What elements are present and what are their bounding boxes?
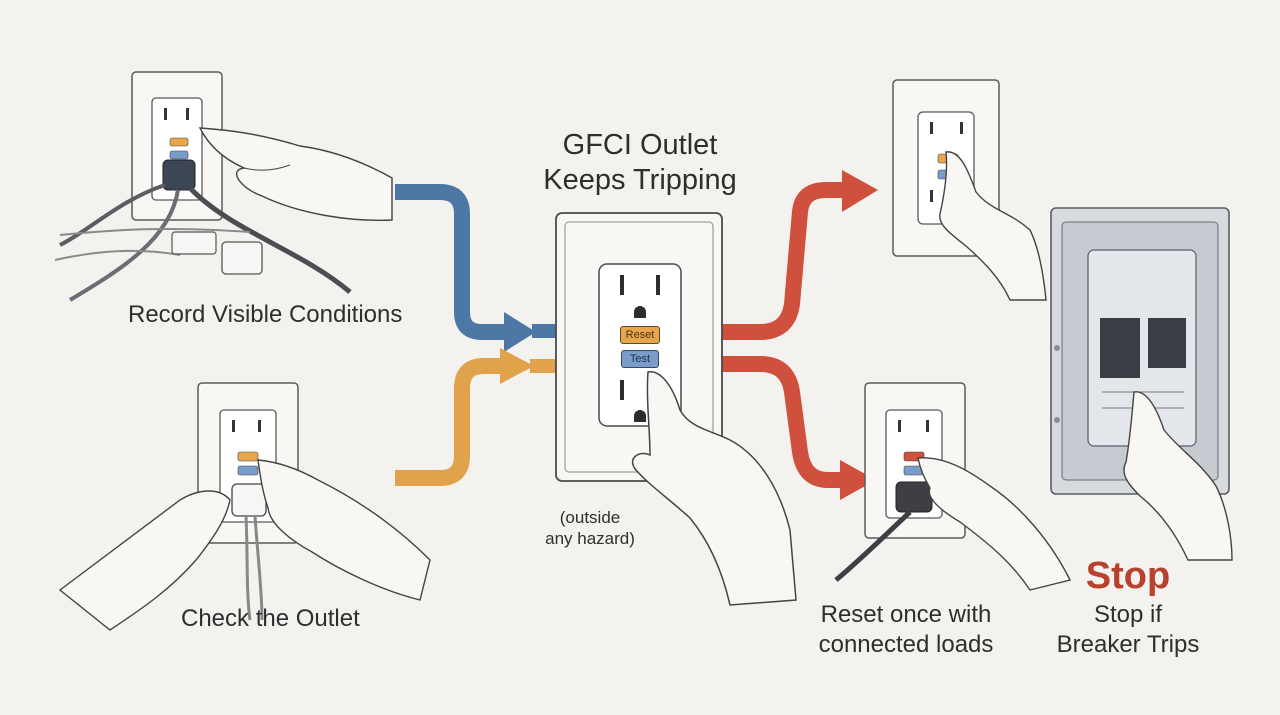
note-line1: (outside [559, 508, 621, 527]
reset-scene [834, 382, 1072, 591]
blue-arrowhead [504, 312, 536, 352]
red-arrowhead-upper [842, 170, 878, 212]
orange-arrowhead [500, 348, 534, 384]
step-label-record: Record Visible Conditions [128, 301, 403, 328]
red-arrow-lower [722, 356, 846, 488]
breaker-panel-scene [1050, 207, 1233, 561]
center-outlet [555, 212, 797, 606]
record-scene [54, 71, 393, 302]
test-button[interactable]: Test [621, 350, 659, 368]
orange-arrow [395, 358, 506, 486]
stop-heading: Stop [1085, 555, 1171, 597]
diagram-title-line2: Keeps Tripping [543, 164, 737, 196]
reset-button[interactable]: Reset [620, 326, 660, 344]
blue-arrow [395, 184, 510, 340]
step-label-check: Check the Outlet [181, 605, 360, 632]
step-label-reset-line1: Reset once with [820, 601, 992, 628]
flow-arrows [395, 170, 878, 500]
test-scene [892, 79, 1047, 301]
step-label-reset-line2: connected loads [818, 631, 994, 658]
red-arrowhead-lower [840, 460, 876, 500]
note-line2: any hazard) [545, 529, 635, 548]
diagram-title-line1: GFCI Outlet [562, 129, 718, 161]
step-label-stop-line2: Breaker Trips [1056, 631, 1200, 658]
red-arrow-upper [722, 182, 848, 340]
step-label-stop-line1: Stop if [1093, 601, 1163, 628]
check-scene [58, 382, 431, 631]
